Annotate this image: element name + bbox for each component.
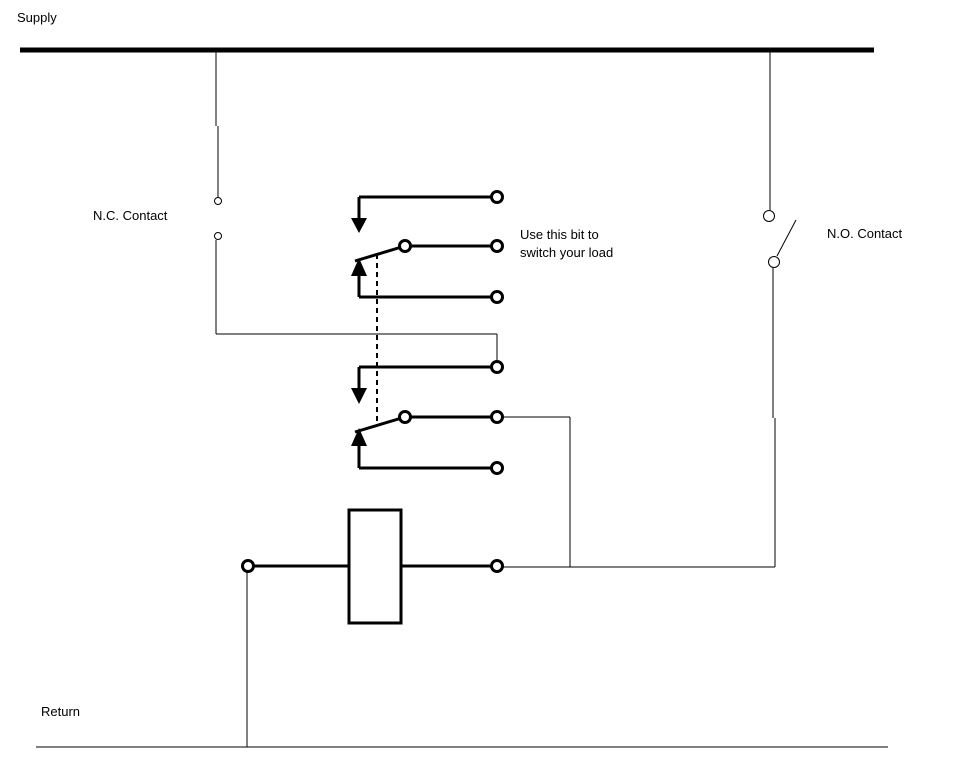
nc-contact-label: N.C. Contact: [93, 208, 168, 223]
load-terminal: [490, 239, 504, 253]
relay-contact-set-2: [351, 360, 504, 475]
coil-body: [347, 508, 403, 625]
no-contact-terminal-top: [763, 210, 775, 222]
no-contact-branch: [570, 51, 797, 568]
arrow-down-icon: [351, 218, 367, 233]
coil-terminal-right: [490, 559, 504, 573]
no-contact-label: N.O. Contact: [827, 226, 903, 241]
return-label: Return: [41, 704, 81, 719]
arrow-down-icon: [351, 388, 367, 404]
nc-contact-terminal-bottom: [214, 232, 222, 240]
nc-contact-terminal-top: [214, 197, 222, 205]
nc-contact-branch: [214, 51, 498, 362]
latch-wire: [503, 416, 571, 568]
common-terminal: [398, 239, 412, 253]
arrow-up-icon: [351, 258, 367, 276]
contact-terminal: [490, 290, 504, 304]
supply-label: Supply: [17, 10, 57, 25]
relay-contact-set-1: [351, 190, 504, 304]
contact-terminal: [490, 410, 504, 424]
arrow-up-icon: [351, 428, 367, 446]
coil-terminal-left: [241, 559, 255, 573]
load-note-line1: Use this bit to: [520, 227, 599, 242]
common-terminal: [398, 410, 412, 424]
contact-terminal: [490, 190, 504, 204]
load-note-line2: switch your load: [520, 245, 614, 260]
no-contact-terminal-bottom: [768, 256, 780, 268]
contact-terminal: [490, 461, 504, 475]
relay-coil: [241, 508, 504, 747]
contact-terminal: [490, 360, 504, 374]
